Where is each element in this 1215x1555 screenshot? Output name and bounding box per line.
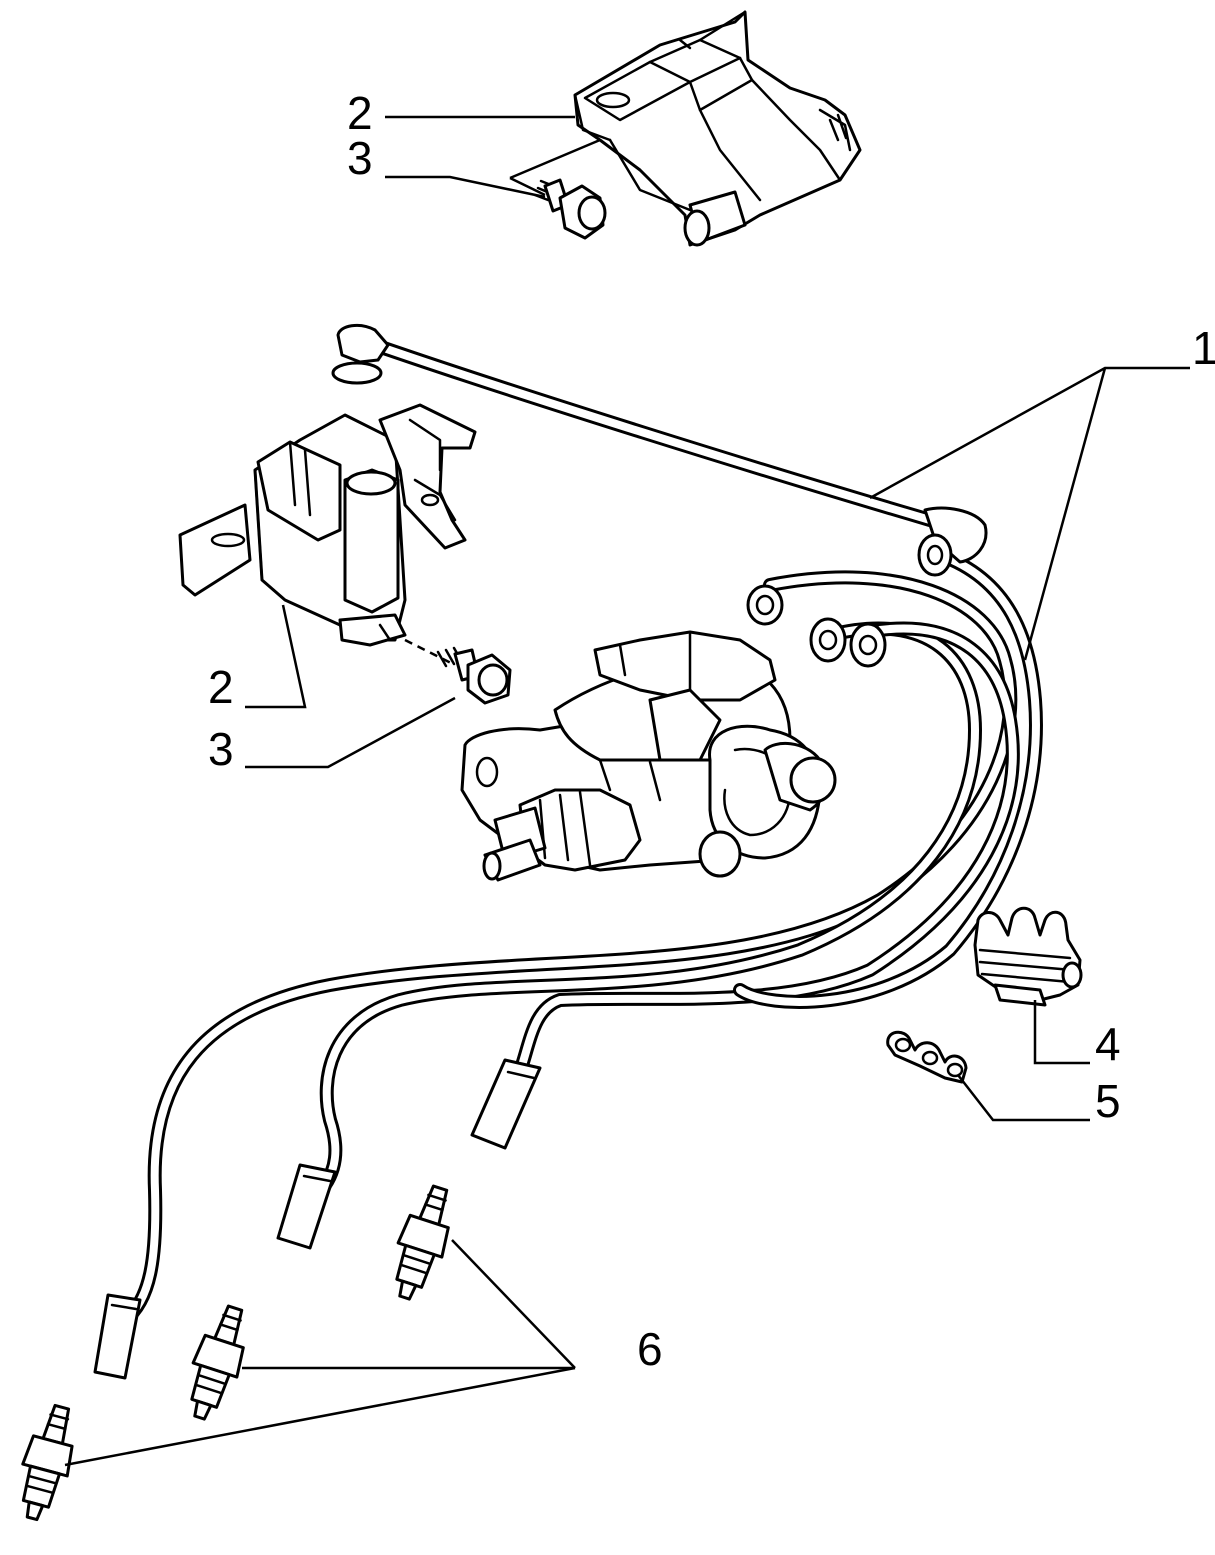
callout-top-screw: 3 [347,132,373,184]
spark-plug-middle [190,1304,245,1421]
distributor [460,630,837,882]
callout-left-screw: 3 [208,723,234,775]
leader-lines [64,115,1190,1467]
spark-plug-far-left [21,1403,74,1522]
top-screw [533,178,607,240]
spark-plug-upper [395,1184,450,1301]
callout-wire-holder: 4 [1095,1018,1121,1070]
callout-wire-set: 1 [1192,322,1215,374]
wire-clip [886,1030,968,1084]
left-ignition-coil [178,403,477,647]
wire-holder [973,906,1083,1007]
top-ignition-coil [573,10,862,247]
left-screw [404,638,512,705]
callout-wire-clip: 5 [1095,1075,1121,1127]
callout-top-coil: 2 [347,87,373,139]
callout-left-coil: 2 [208,661,234,713]
ignition-wire-set [93,323,1043,1380]
callout-spark-plugs: 6 [637,1323,663,1375]
